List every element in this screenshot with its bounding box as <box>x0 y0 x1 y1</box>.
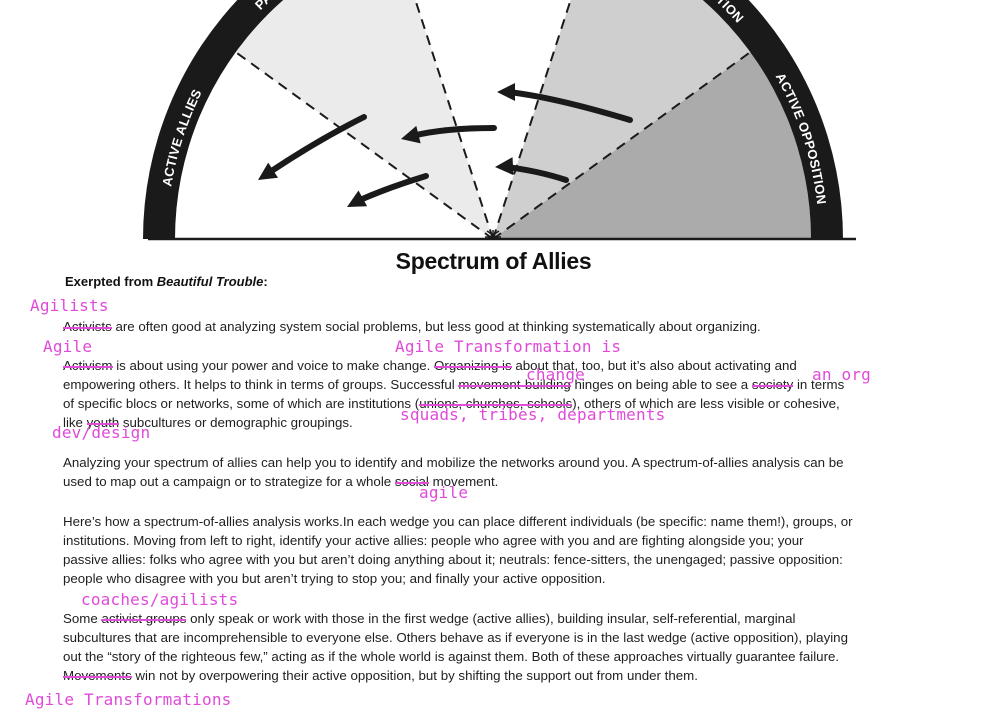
text: passive allies: folks who agree with you… <box>63 552 843 567</box>
text: only speak or work with those in the fir… <box>186 611 796 626</box>
excerpt-line: Exerpted from Beautiful Trouble: <box>65 274 268 289</box>
paragraph-4: Here’s how a spectrum-of-allies analysis… <box>63 512 853 588</box>
wedge-active-allies <box>175 52 493 239</box>
annotation-coaches-agilists: coaches/agilists <box>81 590 239 609</box>
excerpt-prefix: Exerpted from <box>65 274 157 289</box>
spectrum-of-allies-diagram: ACTIVE ALLIESPASSIVE ALLIESNEUTRALPASSIV… <box>143 0 856 241</box>
annotation-agile-transformations: Agile Transformations <box>25 690 232 709</box>
shift-arrow-1 <box>505 89 633 123</box>
text: about that, too, but it’s also about act… <box>511 358 797 373</box>
paragraph-1: Activists are often good at analyzing sy… <box>63 317 761 336</box>
text: movement. <box>428 474 499 489</box>
wedge-active-opposition <box>493 52 811 239</box>
shift-arrow-5 <box>357 173 429 203</box>
book-title: Beautiful Trouble <box>156 274 264 289</box>
text: subcultures that are incomprehensible to… <box>63 630 848 645</box>
center-burst-icon <box>485 230 501 240</box>
struck-word: Activism <box>63 358 113 373</box>
wedge-divider <box>414 0 494 240</box>
text: people who disagree with you but aren’t … <box>63 571 606 586</box>
struck-word: activist groups <box>101 611 187 626</box>
struck-word: Movements <box>63 668 132 683</box>
paragraph-2: Activism is about using your power and v… <box>63 356 844 432</box>
text: of specific blocs or networks, some of w… <box>63 396 420 411</box>
struck-word: social <box>394 474 429 489</box>
text: is about using your power and voice to m… <box>112 358 435 373</box>
text: Here’s how a spectrum-of-allies analysis… <box>63 514 853 529</box>
text: are often good at analyzing system socia… <box>111 319 761 334</box>
paragraph-5: Some activist groups only speak or work … <box>63 609 848 685</box>
text: subcultures or demographic groupings. <box>119 415 353 430</box>
wedge-divider <box>235 51 494 240</box>
struck-word: Activists <box>63 319 112 334</box>
text: like <box>63 415 87 430</box>
diagram-title: Spectrum of Allies <box>395 248 592 274</box>
annotation-agilists: Agilists <box>30 296 109 315</box>
text: out the “story of the righteous few,” ac… <box>63 649 840 664</box>
arrowhead-icon <box>347 190 368 207</box>
struck-word: unions, churches, schools <box>419 396 573 411</box>
annotation-squads-tribes-departments: squads, tribes, departments <box>400 405 666 424</box>
arrowhead-icon <box>495 157 514 176</box>
annotation-an-org: an org <box>812 365 871 384</box>
arrowhead-icon <box>258 162 279 180</box>
struck-word: society <box>751 377 794 392</box>
text: hinges on being able to see a <box>570 377 752 392</box>
text: used to map out a campaign or to strateg… <box>63 474 395 489</box>
excerpt-suffix: : <box>263 274 268 289</box>
text: ), others of which are less visible or c… <box>572 396 840 411</box>
struck-word: Organizing is <box>434 358 512 373</box>
wedge-divider <box>492 0 572 240</box>
struck-word: youth <box>86 415 120 430</box>
annotation-agile-transformation-is: Agile Transformation is <box>395 337 622 356</box>
wedge-neutral <box>415 0 571 239</box>
struck-word: movement-building <box>458 377 571 392</box>
text: institutions. Moving from left to right,… <box>63 533 804 548</box>
text: Analyzing your spectrum of allies can he… <box>63 455 844 470</box>
annotation-agile-2: agile <box>419 483 469 502</box>
annotation-dev-design: dev/design <box>52 423 151 442</box>
arrowhead-icon <box>497 83 515 101</box>
annotation-agile: Agile <box>43 337 93 356</box>
wedge-divider <box>492 51 751 240</box>
text: empowering others. It helps to think in … <box>63 377 459 392</box>
text: Some <box>63 611 102 626</box>
text: in terms <box>793 377 845 392</box>
arrowhead-icon <box>401 125 421 144</box>
annotation-change: change <box>526 365 585 384</box>
text: win not by overpowering their active opp… <box>131 668 698 683</box>
shift-arrow-4 <box>267 114 367 175</box>
paragraph-3: Analyzing your spectrum of allies can he… <box>63 453 844 491</box>
